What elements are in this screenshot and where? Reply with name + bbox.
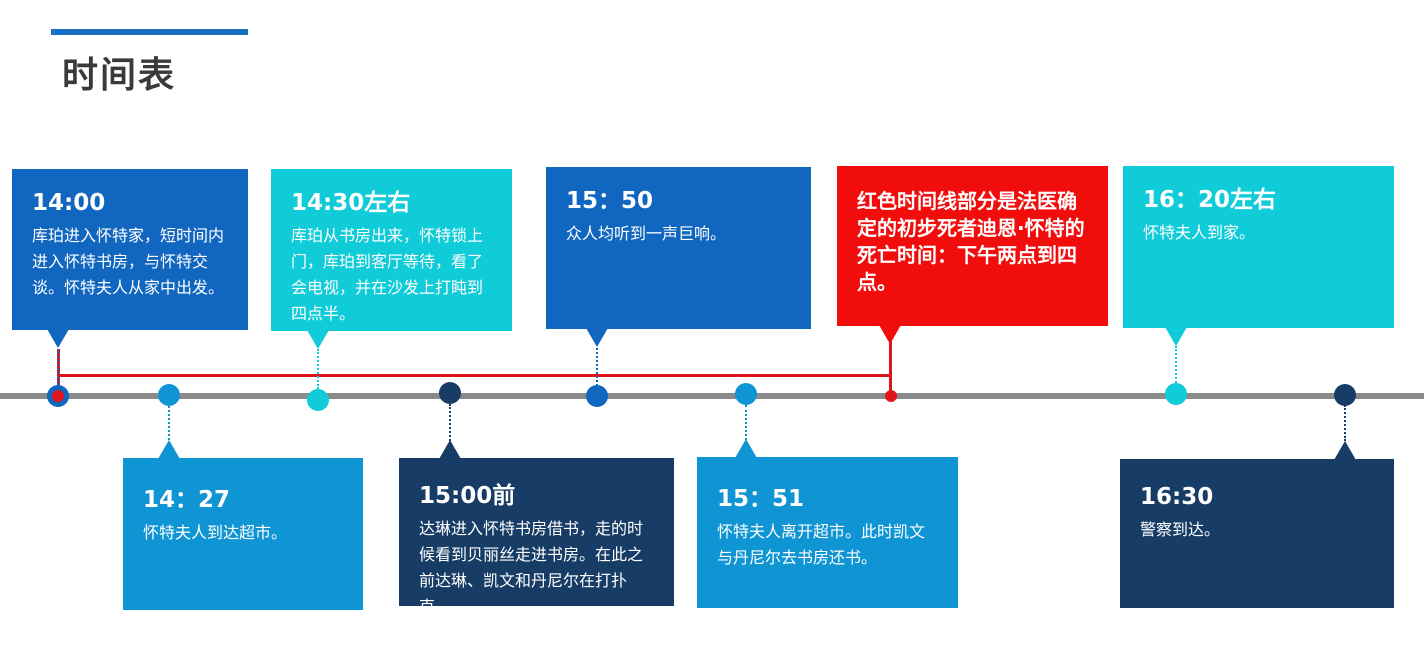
event-text: 众人均听到一声巨响。 xyxy=(566,224,727,243)
timeline-dot-1500 xyxy=(439,382,461,404)
connector-1550 xyxy=(596,348,598,386)
event-text: 库珀从书房出来，怀特锁上门，库珀到客厅等待，看了会电视，并在沙发上打盹到四点半。 xyxy=(291,226,484,323)
timeline-dot-1427 xyxy=(158,384,180,406)
event-card-1550: 15：50 众人均听到一声巨响。 xyxy=(546,167,811,329)
event-text: 怀特夫人离开超市。此时凯文与丹尼尔去书房还书。 xyxy=(717,522,926,567)
note-text: 红色时间线部分是法医确定的初步死者迪恩·怀特的死亡时间：下午两点到四点。 xyxy=(857,189,1085,294)
title-accent-bar xyxy=(51,29,248,35)
event-pointer-1430 xyxy=(307,330,329,349)
event-pointer-1400 xyxy=(47,329,69,348)
death-window-start-dot xyxy=(52,390,64,402)
event-card-1630: 16:30 警察到达。 xyxy=(1120,459,1394,608)
timeline-dot-1550 xyxy=(586,385,608,407)
timeline-dot-1620 xyxy=(1165,383,1187,405)
connector-1430 xyxy=(317,349,319,389)
event-time: 15：51 xyxy=(717,486,805,512)
death-window-end-dot xyxy=(885,390,897,402)
event-card-1551: 15：51 怀特夫人离开超市。此时凯文与丹尼尔去书房还书。 xyxy=(697,457,958,608)
event-time: 16：20左右 xyxy=(1143,187,1277,213)
event-time: 15：50 xyxy=(566,188,654,214)
event-pointer-1427 xyxy=(158,440,180,459)
page-title: 时间表 xyxy=(62,55,177,96)
timeline-axis xyxy=(0,393,1424,399)
event-card-1430: 14:30左右 库珀从书房出来，怀特锁上门，库珀到客厅等待，看了会电视，并在沙发… xyxy=(271,169,512,331)
event-text: 怀特夫人到达超市。 xyxy=(143,523,288,542)
connector-1630 xyxy=(1344,405,1346,441)
connector-1620 xyxy=(1175,346,1177,386)
event-pointer-1551 xyxy=(735,439,757,458)
event-card-1427: 14：27 怀特夫人到达超市。 xyxy=(123,458,363,610)
death-window-end-tick xyxy=(889,327,892,394)
event-time: 14:00 xyxy=(32,190,106,216)
event-text: 达琳进入怀特书房借书，走的时候看到贝丽丝走进书房。在此之前达琳、凯文和丹尼尔在打… xyxy=(419,519,644,616)
death-window-note: 红色时间线部分是法医确定的初步死者迪恩·怀特的死亡时间：下午两点到四点。 xyxy=(837,166,1108,326)
event-pointer-1500 xyxy=(439,440,461,459)
event-pointer-1630 xyxy=(1334,441,1356,460)
event-text: 怀特夫人到家。 xyxy=(1143,223,1256,242)
event-time: 16:30 xyxy=(1140,484,1214,510)
note-pointer xyxy=(879,325,901,344)
event-card-1620: 16：20左右 怀特夫人到家。 xyxy=(1123,166,1394,328)
event-text: 库珀进入怀特家，短时间内进入怀特书房，与怀特交谈。怀特夫人从家中出发。 xyxy=(32,226,225,297)
event-card-1500: 15:00前 达琳进入怀特书房借书，走的时候看到贝丽丝走进书房。在此之前达琳、凯… xyxy=(399,458,674,616)
event-card-1400: 14:00 库珀进入怀特家，短时间内进入怀特书房，与怀特交谈。怀特夫人从家中出发… xyxy=(12,169,248,330)
event-time: 14：27 xyxy=(143,487,231,513)
event-time: 14:30左右 xyxy=(291,190,411,216)
event-pointer-1620 xyxy=(1165,327,1187,346)
connector-1500 xyxy=(449,404,451,441)
timeline-dot-1630 xyxy=(1334,384,1356,406)
timeline-dot-1430 xyxy=(307,389,329,411)
death-window-line xyxy=(58,374,892,377)
connector-1400 xyxy=(57,349,59,385)
event-pointer-1550 xyxy=(586,328,608,347)
connector-1427 xyxy=(168,406,170,440)
connector-1551 xyxy=(745,405,747,440)
timeline-dot-1551 xyxy=(735,383,757,405)
event-text: 警察到达。 xyxy=(1140,520,1221,539)
event-time: 15:00前 xyxy=(419,483,516,509)
